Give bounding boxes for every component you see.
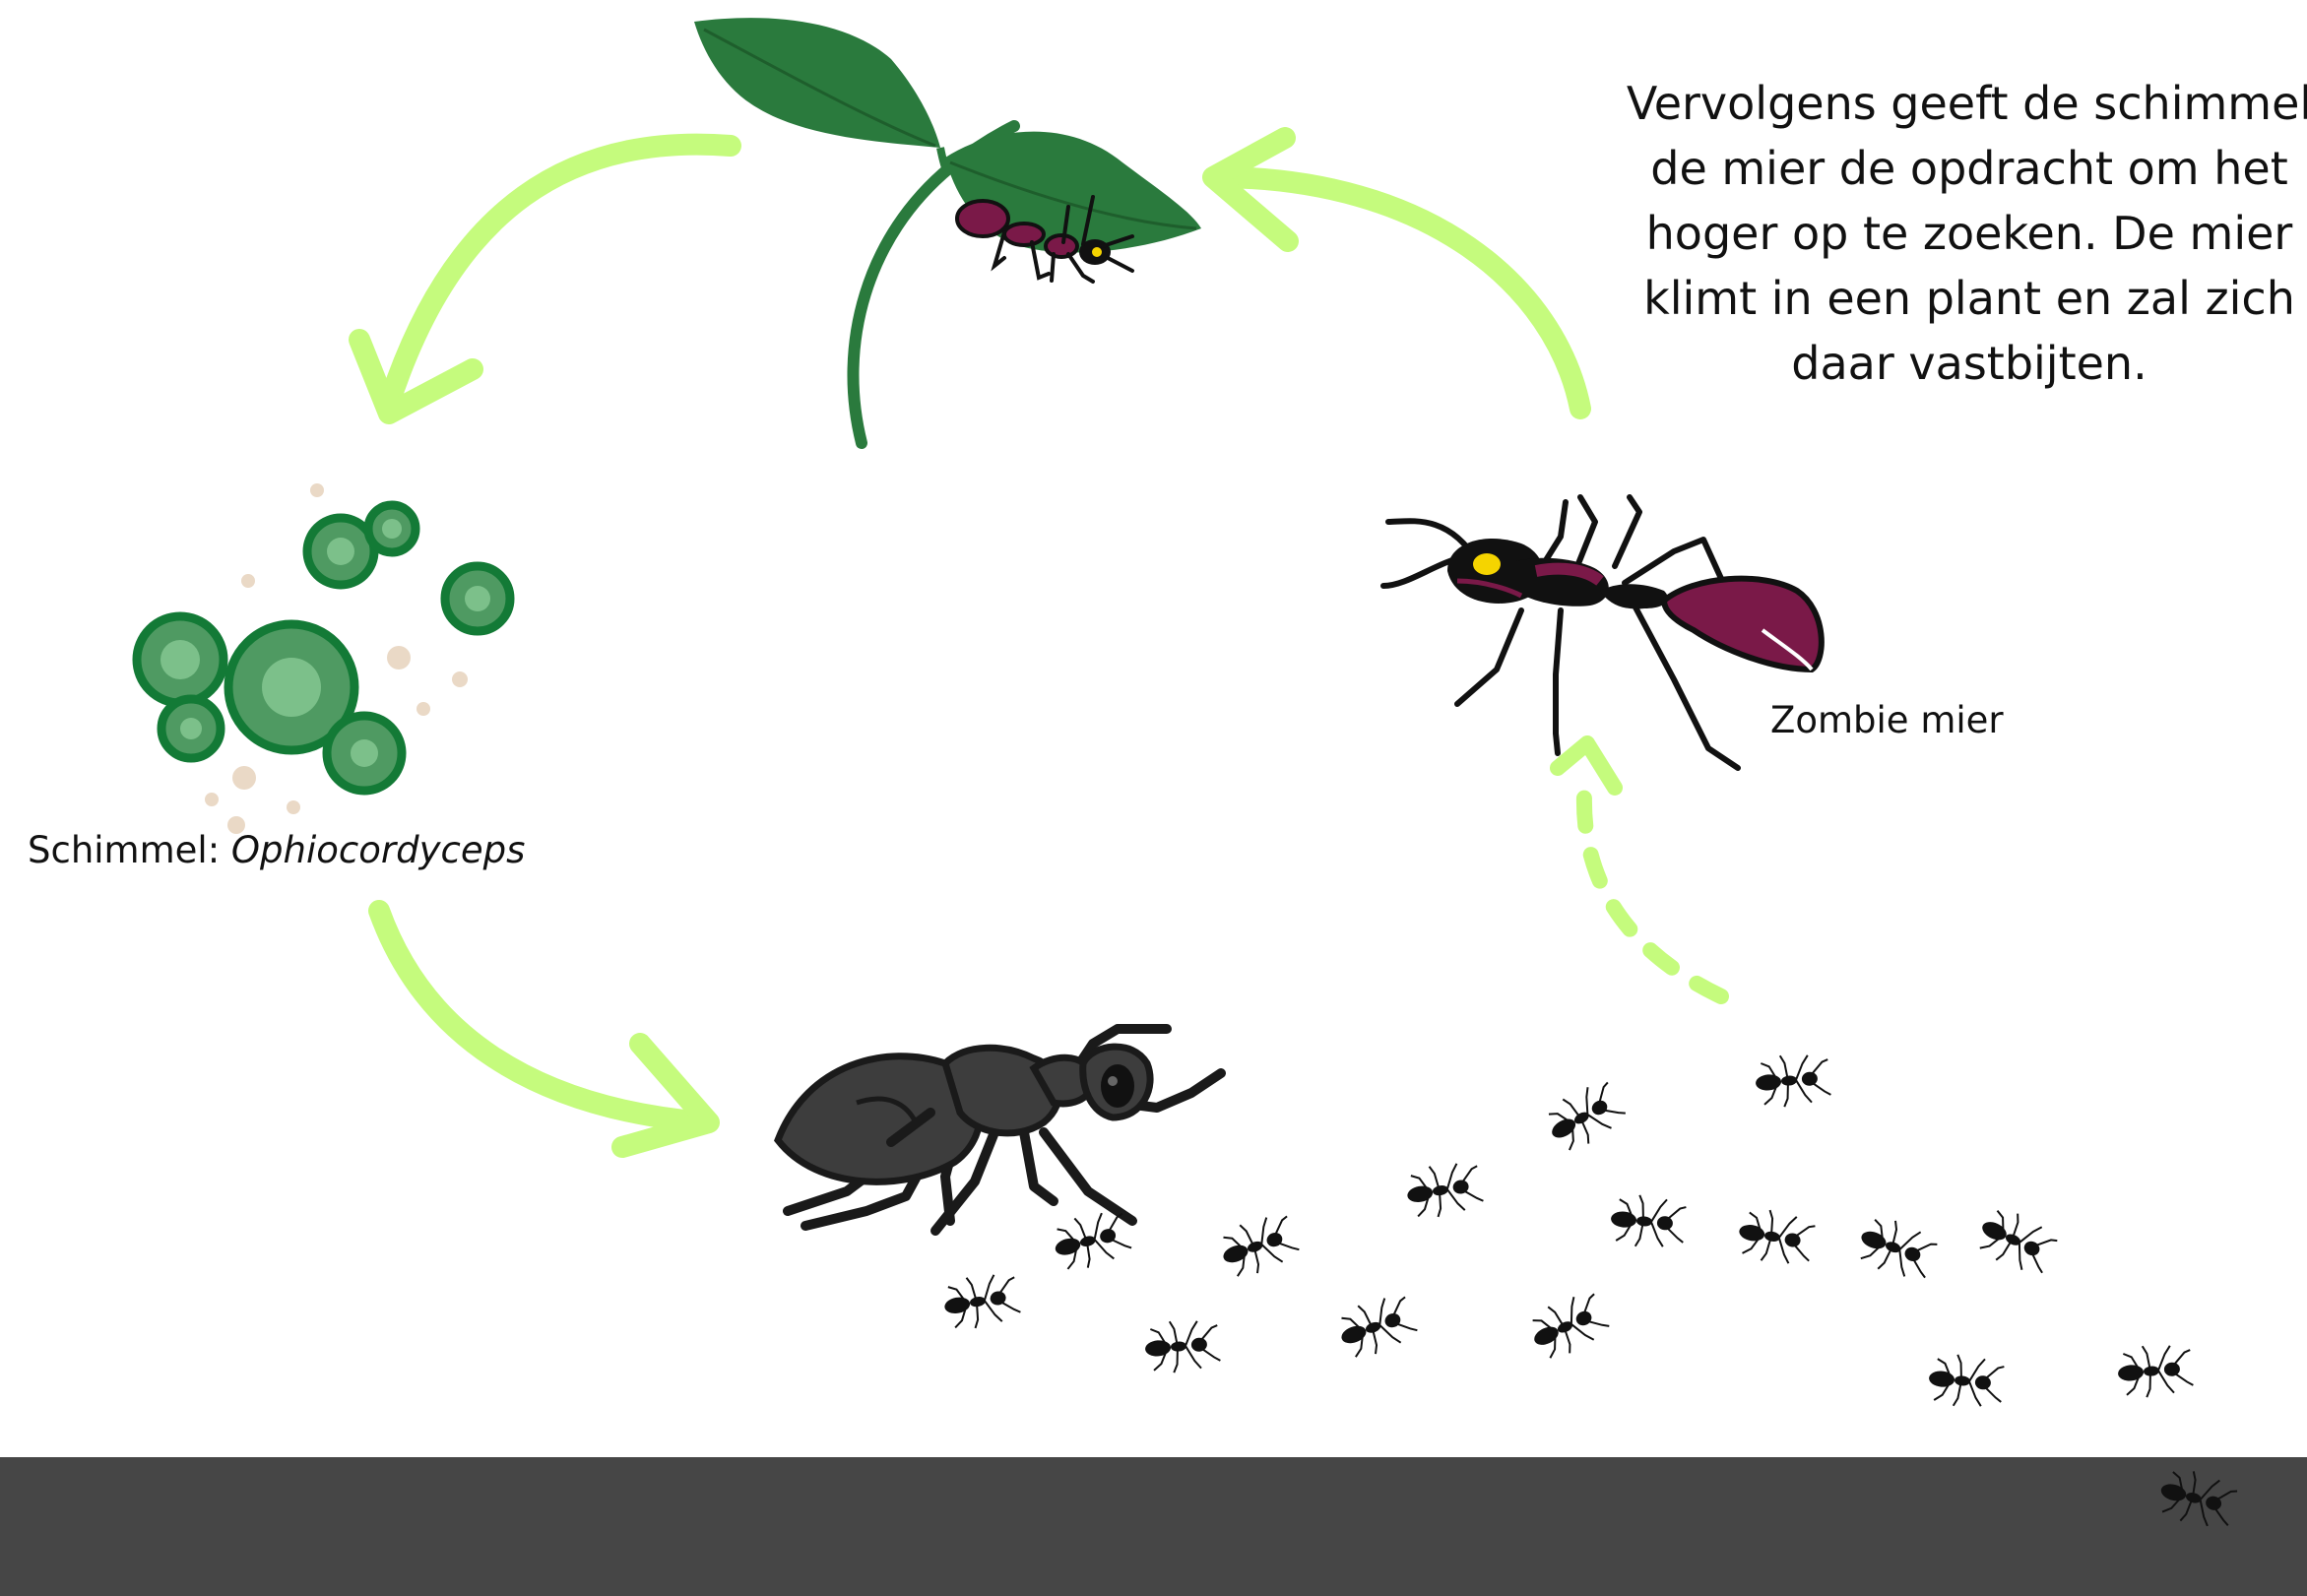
small-ant	[1055, 1212, 1132, 1270]
dashed-arrow-infection	[1550, 735, 1729, 1004]
upper-leaf	[694, 18, 940, 149]
arrow-zombie-to-plant	[1202, 127, 1591, 419]
small-ant	[1929, 1354, 2005, 1407]
zombie-ant-label: Zombie mier	[1770, 699, 2004, 741]
small-ant	[1548, 1081, 1626, 1151]
plant-illustration	[694, 18, 1201, 449]
ground	[0, 1457, 2307, 1596]
fungus-label: Schimmel: Ophiocordyceps	[28, 829, 525, 871]
fungus-species-name: Ophiocordyceps	[230, 829, 526, 871]
arrow-fungus-to-ant	[368, 900, 720, 1158]
fungus-illustration	[132, 483, 515, 834]
small-ant	[2118, 1345, 2194, 1398]
small-ant	[1979, 1209, 2058, 1274]
healthy-ant-illustration	[774, 1024, 1226, 1236]
small-ant	[1223, 1215, 1300, 1277]
small-zombie-ant	[955, 195, 1134, 284]
ant-colony	[944, 1054, 2238, 1527]
small-ant	[1341, 1296, 1418, 1358]
fungus-label-prefix: Schimmel:	[28, 829, 231, 871]
arrow-plant-to-fungus	[349, 133, 741, 424]
small-ant	[1532, 1293, 1610, 1359]
small-ant	[944, 1274, 1021, 1329]
step-description: Vervolgens geeft de schimmel de mier de …	[1626, 77, 2307, 390]
small-ant	[2160, 1471, 2238, 1527]
zombie-ant-illustration	[1380, 494, 1825, 771]
small-ant	[1611, 1194, 1687, 1247]
small-ant	[1860, 1218, 1938, 1279]
small-ant	[1739, 1209, 1816, 1264]
small-ant	[1407, 1163, 1484, 1218]
small-ant	[1145, 1320, 1221, 1373]
small-ant	[1756, 1054, 1831, 1108]
